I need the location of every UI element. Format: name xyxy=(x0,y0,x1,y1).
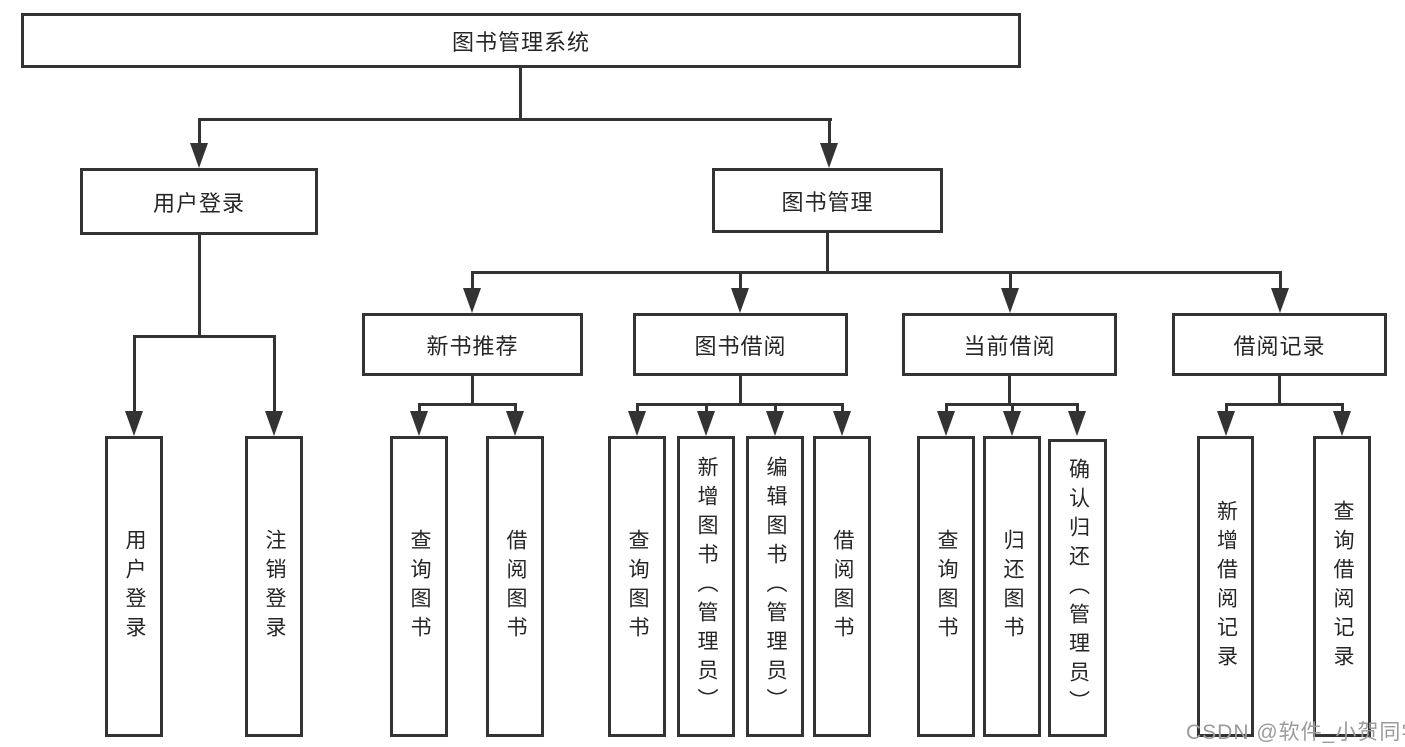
connector-drop-cb-query xyxy=(945,403,948,413)
arrow-down-borrow-records xyxy=(1271,288,1289,313)
connector-drop-cb-return xyxy=(1011,403,1014,413)
node-user-login: 用户登录 xyxy=(80,168,318,235)
leaf-cb-query-books: 查询图书 xyxy=(917,436,975,737)
leaf-cb-query-books-label: 查询图书 xyxy=(935,528,959,645)
node-book-borrow-label: 图书借阅 xyxy=(694,333,787,359)
leaf-bb-add-book-admin-label: 新增图书（管理员） xyxy=(695,456,719,717)
leaf-bb-borrow-books: 借阅图书 xyxy=(813,436,871,737)
leaf-bb-edit-book-admin-label: 编辑图书（管理员） xyxy=(764,456,788,717)
leaf-user-login-label: 用户登录 xyxy=(123,528,147,645)
arrow-down-user-login xyxy=(190,143,208,168)
arrow-down-cb-confirm xyxy=(1068,411,1086,436)
connector-drop-nb-query xyxy=(418,403,421,413)
leaf-nb-borrow-books-label: 借阅图书 xyxy=(504,528,528,645)
connector-drop-br-add xyxy=(1225,403,1228,413)
connector-drop-bb-edit xyxy=(774,403,777,413)
arrow-down-bb-borrow xyxy=(833,411,851,436)
connector-drop-new-books xyxy=(471,271,474,291)
connector-drop-bb-add xyxy=(705,403,708,413)
arrow-down-bb-add xyxy=(697,411,715,436)
node-new-books: 新书推荐 xyxy=(362,313,583,376)
connector-book-mgmt-stem xyxy=(826,233,829,274)
arrow-down-new-books xyxy=(463,288,481,313)
leaf-br-add-record-label: 新增借阅记录 xyxy=(1214,499,1238,674)
connector-root-stem xyxy=(519,68,522,121)
connector-drop-leaf-logout xyxy=(273,335,276,413)
connector-drop-current-borrow xyxy=(1009,271,1012,291)
connector-drop-book-borrow xyxy=(739,271,742,291)
connector-drop-bb-query xyxy=(636,403,639,413)
connector-drop-book-mgmt xyxy=(828,118,831,146)
connector-book-borrow-rail xyxy=(636,403,844,406)
connector-drop-bb-borrow xyxy=(841,403,844,413)
connector-drop-nb-borrow xyxy=(514,403,517,413)
node-book-mgmt: 图书管理 xyxy=(712,168,943,233)
leaf-cb-confirm-return-admin: 确认归还（管理员） xyxy=(1048,439,1107,737)
arrow-down-br-query xyxy=(1333,411,1351,436)
arrow-down-cb-query xyxy=(937,411,955,436)
connector-drop-user-login xyxy=(198,118,201,146)
connector-current-borrow-stem xyxy=(1008,376,1011,406)
node-book-borrow: 图书借阅 xyxy=(633,313,848,376)
connector-drop-leaf-login xyxy=(133,335,136,413)
leaf-bb-query-books-label: 查询图书 xyxy=(626,528,650,645)
node-borrow-records-label: 借阅记录 xyxy=(1233,333,1326,359)
node-current-borrow-label: 当前借阅 xyxy=(963,333,1056,359)
node-root: 图书管理系统 xyxy=(21,13,1021,68)
node-current-borrow: 当前借阅 xyxy=(902,313,1117,376)
connector-new-books-stem xyxy=(471,376,474,406)
leaf-nb-query-books-label: 查询图书 xyxy=(408,528,432,645)
connector-new-books-rail xyxy=(418,403,517,406)
leaf-logout-label: 注销登录 xyxy=(263,528,287,645)
arrow-down-nb-borrow xyxy=(506,411,524,436)
leaf-br-query-record: 查询借阅记录 xyxy=(1313,436,1371,737)
connector-drop-br-query xyxy=(1341,403,1344,413)
arrow-down-leaf-logout xyxy=(265,411,283,436)
leaf-logout: 注销登录 xyxy=(245,436,303,737)
arrow-down-bb-edit xyxy=(766,411,784,436)
leaf-user-login: 用户登录 xyxy=(105,436,163,737)
arrow-down-cb-return xyxy=(1003,411,1021,436)
arrow-down-nb-query xyxy=(410,411,428,436)
connector-user-login-stem xyxy=(198,235,201,338)
node-borrow-records: 借阅记录 xyxy=(1172,313,1387,376)
csdn-watermark: CSDN @软件_小贺同学 xyxy=(1186,721,1405,744)
node-root-label: 图书管理系统 xyxy=(451,29,590,55)
leaf-nb-query-books: 查询图书 xyxy=(390,436,448,737)
leaf-bb-query-books: 查询图书 xyxy=(608,436,666,737)
connector-root-rail xyxy=(198,118,832,121)
leaf-br-query-record-label: 查询借阅记录 xyxy=(1331,499,1355,674)
leaf-bb-edit-book-admin: 编辑图书（管理员） xyxy=(746,436,804,737)
leaf-cb-return-books-label: 归还图书 xyxy=(1001,528,1025,645)
connector-book-borrow-stem xyxy=(739,376,742,406)
leaf-cb-return-books: 归还图书 xyxy=(983,436,1041,737)
arrow-down-book-mgmt xyxy=(820,143,838,168)
connector-drop-borrow-records xyxy=(1279,271,1282,291)
node-user-login-label: 用户登录 xyxy=(152,190,245,216)
arrow-down-current-borrow xyxy=(1001,288,1019,313)
node-new-books-label: 新书推荐 xyxy=(426,333,519,359)
arrow-down-book-borrow xyxy=(731,288,749,313)
leaf-nb-borrow-books: 借阅图书 xyxy=(486,436,544,737)
leaf-cb-confirm-return-admin-label: 确认归还（管理员） xyxy=(1066,457,1090,719)
leaf-br-add-record: 新增借阅记录 xyxy=(1197,436,1254,737)
leaf-bb-borrow-books-label: 借阅图书 xyxy=(831,528,855,645)
connector-borrow-records-stem xyxy=(1278,376,1281,406)
arrow-down-bb-query xyxy=(628,411,646,436)
connector-book-mgmt-rail xyxy=(471,271,1281,274)
arrow-down-leaf-login xyxy=(125,411,143,436)
connector-drop-cb-confirm xyxy=(1076,403,1079,413)
connector-user-login-rail xyxy=(133,335,276,338)
node-book-mgmt-label: 图书管理 xyxy=(781,189,874,215)
connector-borrow-records-rail xyxy=(1225,403,1344,406)
leaf-bb-add-book-admin: 新增图书（管理员） xyxy=(677,436,735,737)
arrow-down-br-add xyxy=(1217,411,1235,436)
